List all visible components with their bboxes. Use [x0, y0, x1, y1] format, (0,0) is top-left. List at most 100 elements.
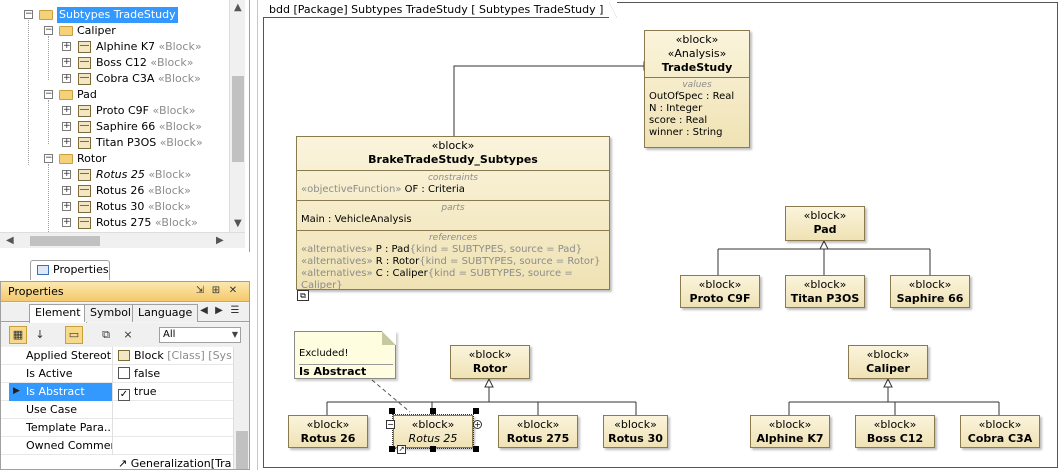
containment-tree[interactable]: − Subtypes TradeStudy − Caliper + Alphin… [0, 0, 250, 252]
block-rotus-26[interactable]: «block» Rotus 26 [288, 415, 368, 448]
pin-panel-icon[interactable]: ⊞ [211, 285, 221, 296]
block-rotus-25-selected[interactable]: «block» Rotus 25 [392, 414, 474, 449]
sort-alphabetically-icon[interactable]: ↓ [35, 328, 45, 341]
expand-icon[interactable]: + [62, 121, 71, 131]
scrollbar-thumb[interactable] [232, 76, 244, 162]
scroll-right-icon[interactable]: ▶ [216, 235, 224, 246]
tab-list-icon[interactable]: ☰ [230, 305, 240, 316]
property-value[interactable]: ✓true [114, 383, 233, 401]
tree-item-block[interactable]: + Alphine K7 «Block» [62, 39, 229, 55]
tree-horizontal-scrollbar[interactable]: ◀ ▶ [0, 232, 245, 248]
tree-item-block[interactable]: + Rotus 26 «Block» [62, 183, 229, 199]
property-row[interactable]: Owned Comment [1, 437, 233, 455]
find-property-icon[interactable]: ⧉ [102, 328, 110, 341]
resize-handle[interactable] [430, 446, 436, 452]
collapse-icon[interactable]: − [44, 89, 53, 99]
property-row[interactable]: Is Active false [1, 365, 233, 383]
hide-empty-icon[interactable]: ⨯ [123, 328, 133, 341]
close-panel-icon[interactable]: ✕ [228, 285, 238, 296]
property-value[interactable]: false [114, 365, 233, 383]
scroll-left-icon[interactable]: ◀ [6, 235, 14, 246]
expand-icon[interactable]: + [62, 169, 71, 179]
tree-item-pad[interactable]: − Pad [44, 87, 229, 103]
block-saphire-66[interactable]: «block» Saphire 66 [890, 275, 970, 308]
tree-item-block[interactable]: + Boss C12 «Block» [62, 55, 229, 71]
block-tradestudy[interactable]: «block» «Analysis» TradeStudy values Out… [644, 30, 750, 148]
tree-vertical-scrollbar[interactable]: ▲ ▼ [229, 0, 245, 232]
properties-vertical-scrollbar[interactable] [233, 347, 249, 469]
resize-handle[interactable] [389, 446, 395, 452]
chevron-down-icon[interactable]: ▼ [231, 330, 238, 339]
smart-manipulator-icon[interactable]: ↗ [397, 445, 406, 454]
collapse-icon[interactable]: − [386, 420, 395, 429]
block-cobra-c3a[interactable]: «block» Cobra C3A [960, 415, 1040, 448]
expand-icon[interactable]: + [62, 137, 71, 147]
tree-item-block[interactable]: + Rotus 275 «Block» [62, 215, 229, 231]
tab-language[interactable]: Language [132, 304, 199, 322]
resize-handle[interactable] [473, 408, 479, 414]
expand-icon[interactable]: + [62, 73, 71, 83]
property-filter-select[interactable]: All ▼ [159, 327, 241, 343]
property-row-selected[interactable]: ▶ Is Abstract ✓true [1, 383, 233, 401]
scrollbar-thumb[interactable] [30, 236, 100, 246]
scroll-up-icon[interactable]: ▲ [234, 2, 242, 13]
tree-item-block[interactable]: + Titan P3OS «Block» [62, 135, 229, 151]
tab-element[interactable]: Element [29, 304, 87, 323]
block-alphine-k7[interactable]: «block» Alphine K7 [750, 415, 830, 448]
tab-symbol[interactable]: Symbol [84, 304, 137, 322]
block-caliper[interactable]: «block» Caliper [848, 345, 928, 379]
categorized-view-icon[interactable]: ▦ [9, 326, 27, 344]
property-value[interactable]: Block [Class] [Sys [114, 347, 233, 365]
collapse-icon[interactable]: − [44, 25, 53, 35]
tab-scroll-right-icon[interactable]: ▶ [215, 305, 223, 316]
property-value[interactable] [114, 419, 233, 437]
property-value[interactable]: ↗ Generalization[Tra [114, 455, 233, 469]
expand-icon[interactable]: + [62, 105, 71, 115]
block-proto-c9f[interactable]: «block» Proto C9F [680, 275, 760, 308]
block-braketradestudy-subtypes[interactable]: «block» BrakeTradeStudy_Subtypes constra… [296, 136, 610, 301]
property-value[interactable] [114, 437, 233, 455]
tree-item-caliper[interactable]: − Caliper [44, 23, 229, 39]
diagram-link-icon[interactable]: ⧉ [297, 290, 309, 301]
resize-handle[interactable] [430, 408, 436, 414]
properties-dock-tab[interactable]: Properties [30, 260, 110, 280]
resize-handle[interactable] [473, 446, 479, 452]
tree-item-block[interactable]: + Saphire 66 «Block» [62, 119, 229, 135]
property-row[interactable]: Use Case [1, 401, 233, 419]
expand-icon[interactable]: + [62, 217, 71, 227]
tree-item-rotor[interactable]: − Rotor [44, 151, 229, 167]
expand-icon[interactable]: + [62, 57, 71, 67]
comment-note[interactable]: Excluded! Is Abstract [294, 331, 396, 379]
collapse-icon[interactable]: − [44, 153, 53, 163]
scroll-down-icon[interactable]: ▼ [234, 218, 242, 229]
tab-scroll-left-icon[interactable]: ◀ [200, 305, 208, 316]
checkbox-unchecked[interactable] [118, 367, 130, 379]
block-rotus-30[interactable]: «block» Rotus 30 [603, 415, 668, 448]
block-rotus-275[interactable]: «block» Rotus 275 [498, 415, 578, 448]
checkbox-checked[interactable]: ✓ [118, 389, 130, 401]
block-pad[interactable]: «block» Pad [785, 206, 865, 241]
tree-item-block[interactable]: + Proto C9F «Block» [62, 103, 229, 119]
tree-item-block[interactable]: + Cobra C3A «Block» [62, 71, 229, 87]
tree-item-subtypes-tradestudy[interactable]: − Subtypes TradeStudy [24, 7, 229, 23]
scrollbar-thumb[interactable] [236, 431, 248, 469]
resize-handle[interactable] [389, 408, 395, 414]
expand-icon[interactable]: + [62, 201, 71, 211]
expand-icon[interactable]: + [62, 41, 71, 51]
block-titan-p3os[interactable]: «block» Titan P3OS [785, 275, 865, 308]
tree-item-block[interactable]: + Rotus 25 «Block» [62, 167, 229, 183]
add-icon[interactable]: + [473, 420, 482, 429]
block-rotor[interactable]: «block» Rotor [450, 345, 530, 379]
constraints-compartment: constraints «objectiveFunction» OF : Cri… [297, 170, 609, 200]
collapse-icon[interactable]: − [24, 9, 33, 19]
tree-item-label: Rotus 30 [96, 200, 145, 213]
property-value[interactable] [114, 401, 233, 419]
tree-item-block[interactable]: + Rotus 30 «Block» [62, 199, 229, 215]
block-boss-c12[interactable]: «block» Boss C12 [855, 415, 935, 448]
show-usage-icon[interactable]: ▭ [65, 326, 83, 344]
property-row[interactable]: Applied Stereot... Block [Class] [Sys [1, 347, 233, 365]
expand-icon[interactable]: + [62, 185, 71, 195]
property-row[interactable]: ↗ Generalization[Tra [1, 455, 233, 469]
float-panel-icon[interactable]: ⇲ [195, 285, 205, 296]
property-row[interactable]: Template Para... [1, 419, 233, 437]
